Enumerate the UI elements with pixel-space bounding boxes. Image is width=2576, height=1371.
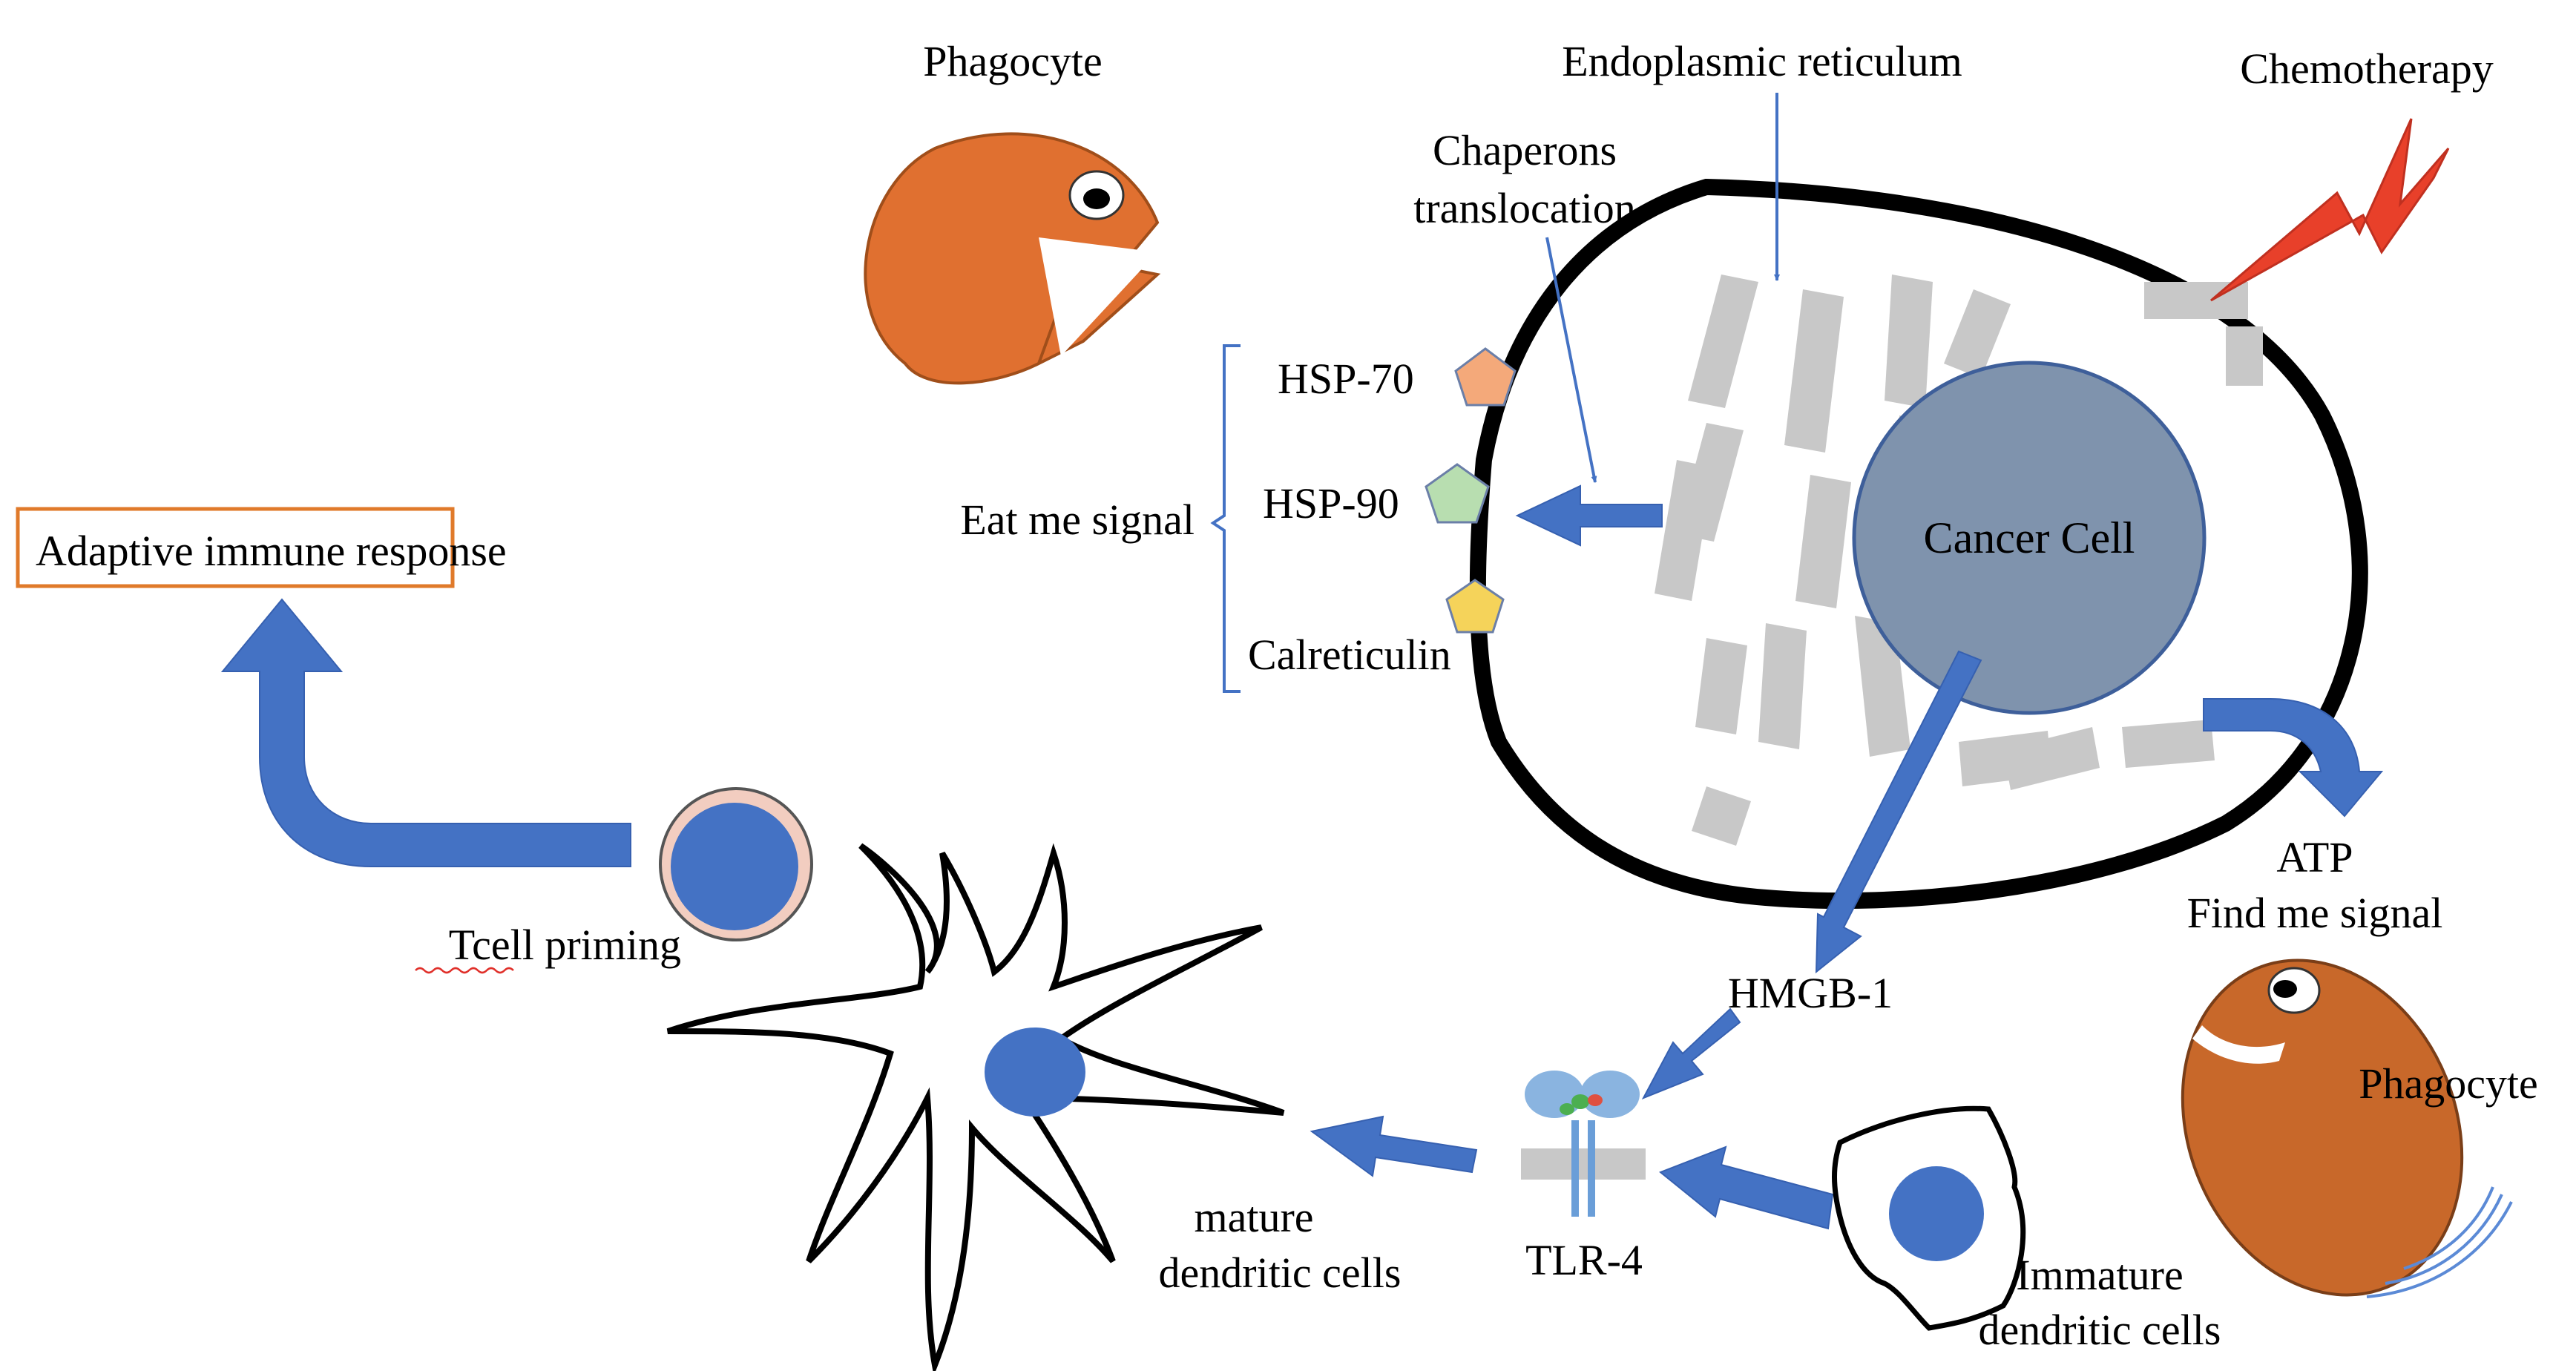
chemotherapy-label: Chemotherapy	[2240, 45, 2493, 93]
mature-dc-label-line1: mature	[1194, 1193, 1313, 1241]
to-mature-dc-arrow	[1310, 1115, 1478, 1177]
phagocyte-mouth	[1039, 237, 1157, 356]
immature-dc-label-line1: Immature	[2016, 1251, 2183, 1299]
endoplasmic-reticulum-label: Endoplasmic reticulum	[1562, 37, 1962, 85]
chaperons-label-line1: Chaperons	[1433, 126, 1617, 174]
phagocyte-bottom	[2181, 959, 2513, 1298]
chaperons-pointer	[1545, 237, 1597, 483]
tcell-spellcheck-underline	[415, 967, 514, 974]
phagocyte-smile	[2192, 1025, 2285, 1064]
hmgb1-to-tlr4-arrow	[1641, 1007, 1741, 1099]
adaptive-immune-response-label: Adaptive immune response	[36, 527, 507, 575]
translocation-arrow	[1515, 484, 1663, 547]
phagocyte-icon	[2181, 959, 2464, 1297]
immature-dc-label-line2: dendritic cells	[1979, 1306, 2221, 1354]
eat-me-bracket	[1210, 344, 1241, 693]
atp-label: ATP	[2276, 833, 2353, 881]
immature-dendritic-cell-icon	[1832, 1105, 2026, 1331]
hsp90-label: HSP-90	[1263, 479, 1399, 527]
atp-curved-arrow	[2203, 698, 2384, 818]
tcell-icon	[659, 787, 813, 941]
tlr4-label: TLR-4	[1525, 1236, 1643, 1284]
hsp70-pentagon-icon	[1454, 347, 1517, 407]
calreticulin-label: Calreticulin	[1248, 631, 1451, 679]
tlr4-receptor-icon	[1521, 1071, 1646, 1217]
eat-me-signal-label: Eat me signal	[960, 496, 1195, 544]
lightning-bolt-icon	[2210, 118, 2450, 302]
calreticulin-pentagon-icon	[1445, 579, 1505, 634]
adaptive-immune-response-box	[16, 507, 455, 588]
immature-to-tlr4-arrow	[1659, 1145, 1834, 1230]
mature-dendritic-cell-icon	[666, 843, 1285, 1371]
chaperons-label-line2: translocation	[1413, 184, 1636, 232]
hsp70-label: HSP-70	[1278, 355, 1414, 403]
mature-dc-label-line2: dendritic cells	[1159, 1249, 1402, 1297]
hsp90-pentagon-icon	[1425, 463, 1490, 524]
hmgb1-label: HMGB-1	[1728, 969, 1893, 1017]
cancer-cell: Cancer Cell	[1469, 178, 2368, 910]
phagocyte-top-label: Phagocyte	[923, 37, 1103, 85]
nucleus	[1852, 361, 2207, 715]
phagocyte-top	[864, 132, 1161, 385]
cancer-cell-label: Cancer Cell	[1924, 513, 2135, 562]
phagocyte-eye-pupil	[1083, 188, 1110, 209]
nucleus-to-hmgb1-arrow	[1815, 650, 1982, 974]
find-me-signal-label: Find me signal	[2187, 889, 2443, 937]
motion-lines	[2366, 1186, 2513, 1298]
tcell-priming-label: Tcell priming	[449, 921, 681, 969]
phagocyte-bottom-label: Phagocyte	[2359, 1059, 2538, 1108]
adaptive-up-arrow	[220, 598, 631, 867]
